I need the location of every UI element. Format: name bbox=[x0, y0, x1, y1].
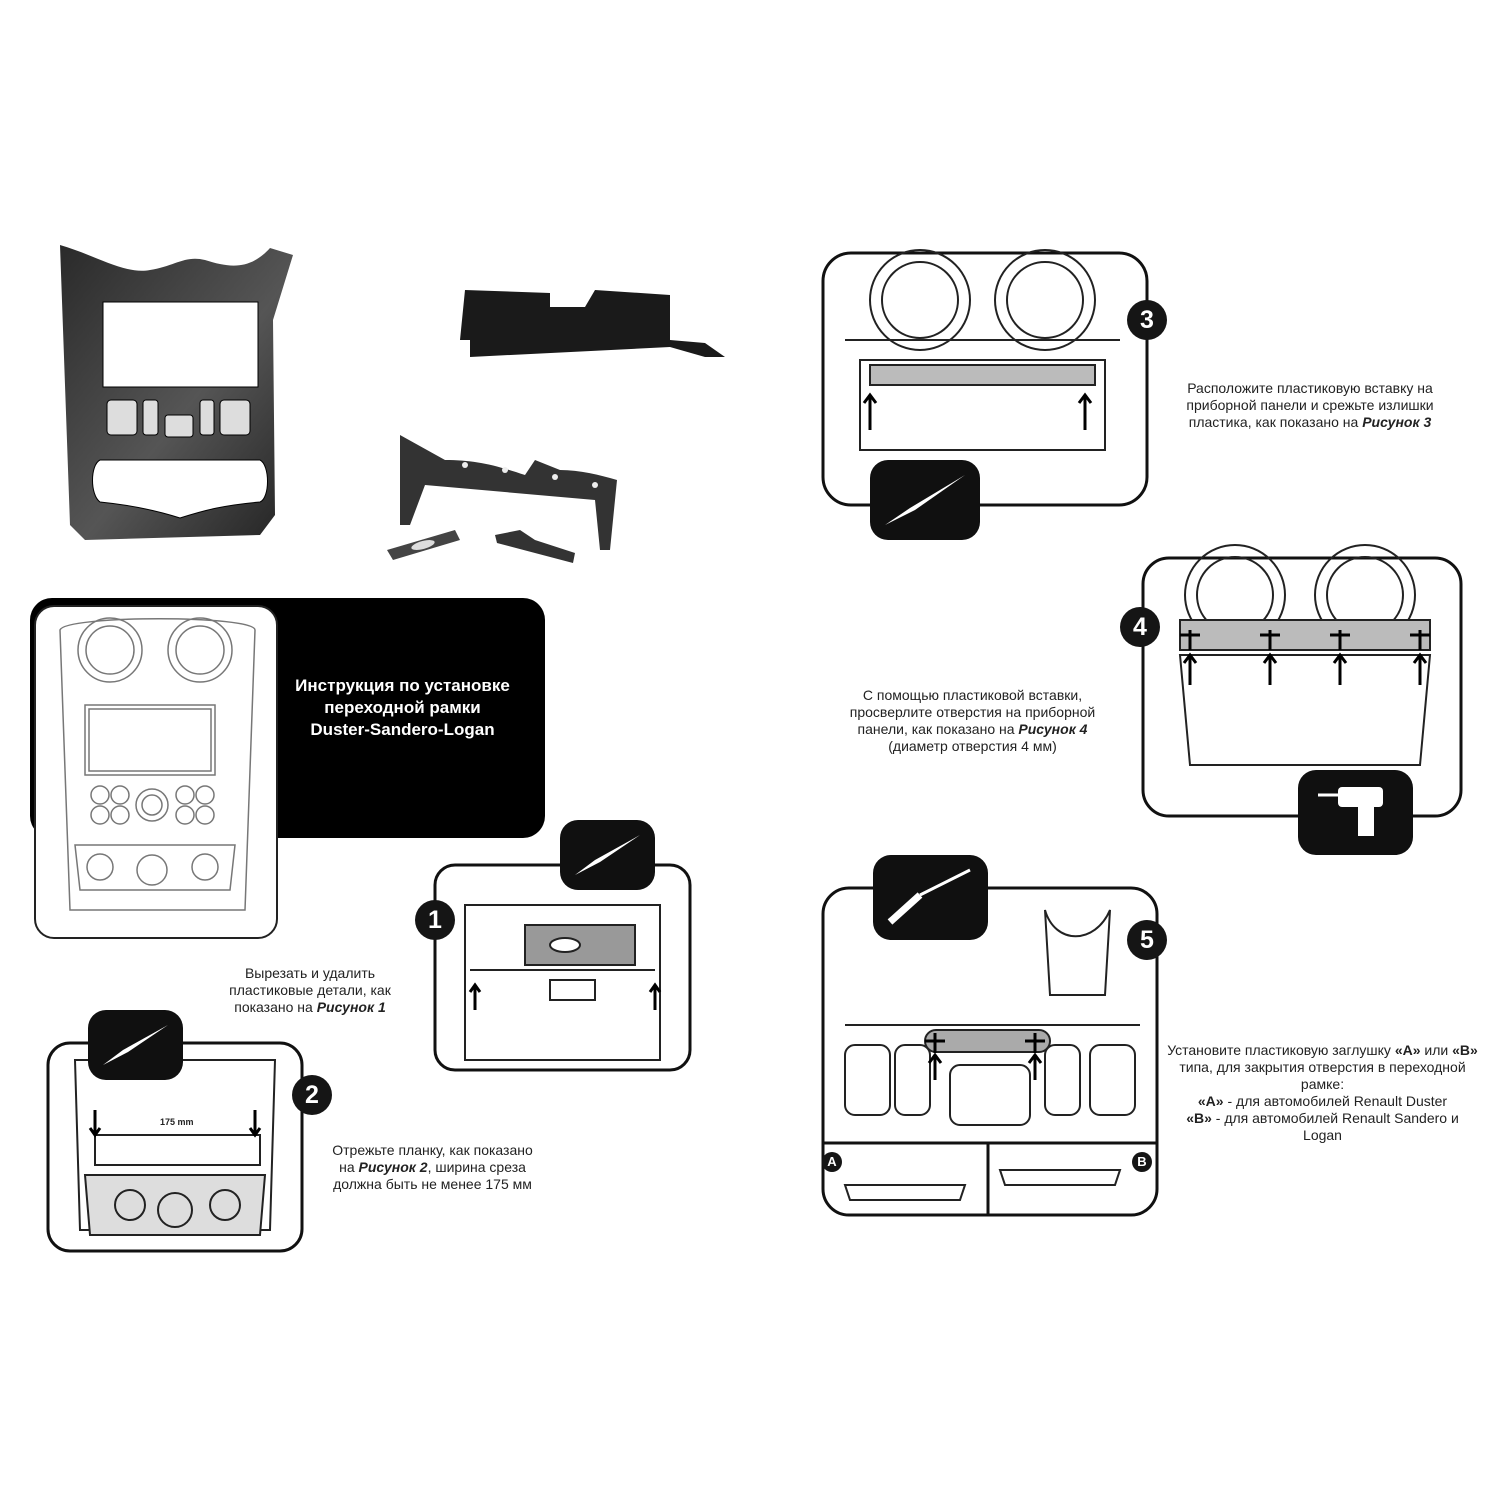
step-5-caption: Установите пластиковую заглушку «A» или … bbox=[1167, 1042, 1478, 1143]
step-3-illustration bbox=[821, 249, 1149, 507]
screwdriver-icon-box bbox=[873, 855, 988, 940]
knife-icon bbox=[103, 1025, 168, 1065]
knife-icon bbox=[575, 835, 640, 875]
step-5-illustration bbox=[821, 886, 1159, 1217]
knife-icon-box-1 bbox=[560, 820, 655, 890]
plug-parts-illustration bbox=[387, 530, 575, 563]
step-2-caption: Отрежьте планку, как показано на Рисунок… bbox=[332, 1142, 533, 1192]
step-1-caption: Вырезать и удалить пластиковые детали, к… bbox=[229, 965, 391, 1015]
frame-part-illustration bbox=[60, 245, 293, 540]
plug-a-label: A bbox=[822, 1152, 842, 1172]
step-2-badge: 2 bbox=[292, 1075, 332, 1115]
dashboard-overview-illustration bbox=[59, 617, 256, 911]
step-4-caption: С помощью пластиковой вставки, просверли… bbox=[849, 687, 1096, 754]
step-5-badge: 5 bbox=[1127, 920, 1167, 960]
page-title: Инструкция по установке переходной рамки… bbox=[295, 676, 510, 739]
dimension-label: 175 mm bbox=[160, 1117, 194, 1127]
dashboard-overview-panel bbox=[34, 605, 278, 939]
step-3-badge: 3 bbox=[1127, 300, 1167, 340]
bracket-part-illustration bbox=[460, 290, 725, 357]
step-3-caption: Расположите пластиковую вставку на прибо… bbox=[1186, 380, 1434, 430]
knife-icon-box-2 bbox=[88, 1010, 183, 1080]
knife-icon-box-3 bbox=[870, 460, 980, 540]
knife-icon bbox=[885, 475, 965, 525]
strip-part-illustration bbox=[400, 435, 617, 550]
screwdriver-icon bbox=[887, 868, 971, 925]
plug-b-label: B bbox=[1132, 1152, 1152, 1172]
step-1-badge: 1 bbox=[415, 900, 455, 940]
drill-icon-box bbox=[1298, 770, 1413, 855]
step-2-illustration bbox=[46, 1041, 304, 1253]
step-1-illustration bbox=[433, 863, 692, 1072]
drill-icon bbox=[1318, 787, 1383, 836]
step-4-badge: 4 bbox=[1120, 607, 1160, 647]
